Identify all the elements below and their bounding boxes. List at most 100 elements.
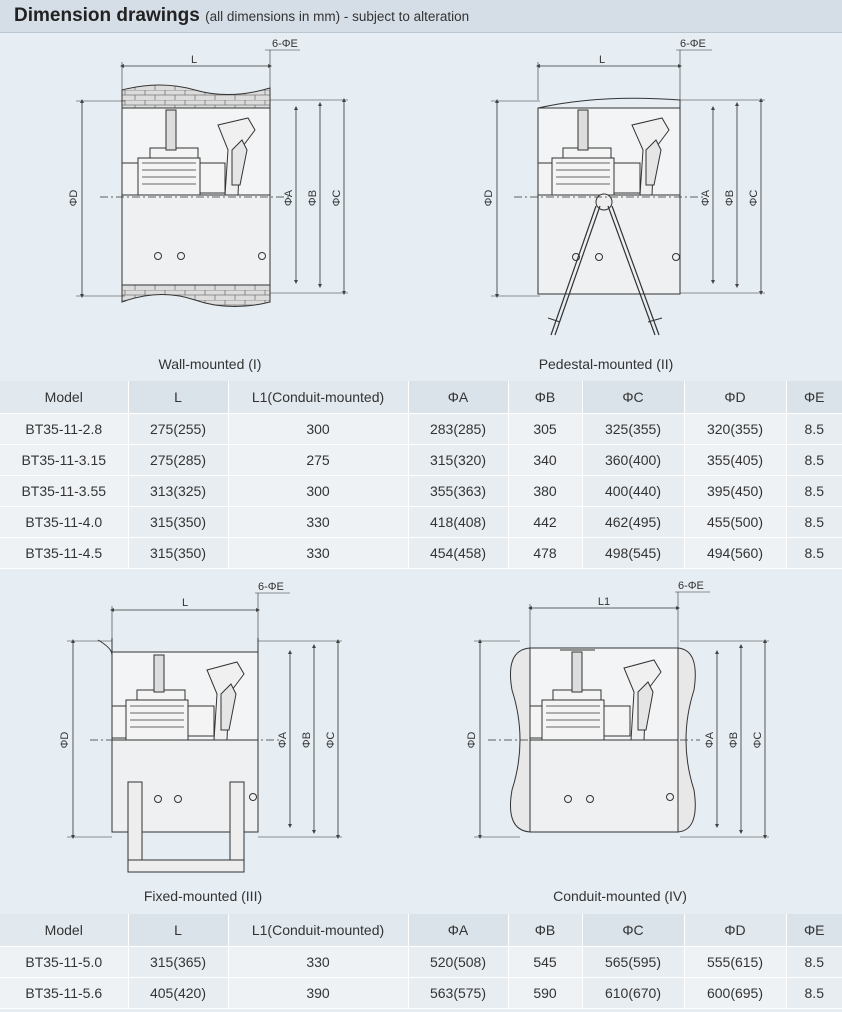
table-cell: 555(615) — [684, 946, 787, 978]
label-e: 6-ΦE — [678, 580, 704, 592]
label-b: ΦB — [724, 190, 736, 206]
table-cell: BT35-11-3.15 — [0, 444, 129, 476]
label-d: ΦD — [68, 190, 80, 207]
table-cell: 8.5 — [786, 977, 842, 1009]
column-header: ΦE — [786, 914, 842, 947]
label-d: ΦD — [466, 732, 478, 749]
table-cell: 8.5 — [786, 537, 842, 569]
table-cell: 340 — [508, 444, 583, 476]
table-cell: 8.5 — [786, 475, 842, 507]
label-l: L — [182, 597, 188, 609]
table-cell: 395(450) — [684, 475, 787, 507]
label-b: ΦB — [307, 190, 319, 206]
label-b: ΦB — [728, 732, 740, 748]
table-cell: 405(420) — [128, 977, 229, 1009]
label-c: ΦC — [325, 732, 337, 749]
table-cell: 442 — [508, 506, 583, 538]
table-cell: 355(405) — [684, 444, 787, 476]
label-d: ΦD — [59, 732, 71, 749]
label-a: ΦA — [283, 189, 295, 206]
label-l: L — [191, 54, 197, 66]
drawing-fixed-mounted — [67, 592, 342, 873]
table-cell: 305 — [508, 413, 583, 445]
drawing-wall-mounted — [76, 49, 348, 308]
table-cell: 315(365) — [128, 946, 229, 978]
table-cell: BT35-11-3.55 — [0, 475, 129, 507]
table-cell: 330 — [228, 946, 409, 978]
table-cell: 330 — [228, 537, 409, 569]
table-cell: 275 — [228, 444, 409, 476]
table-cell: 325(355) — [582, 413, 685, 445]
label-l1: L1 — [598, 596, 610, 608]
table-cell: BT35-11-5.0 — [0, 946, 129, 978]
title-main: Dimension drawings — [14, 5, 200, 26]
table-cell: 313(325) — [128, 475, 229, 507]
column-header: Model — [0, 381, 129, 414]
label-c: ΦC — [748, 190, 760, 207]
table-cell: 275(255) — [128, 413, 229, 445]
column-header: ΦE — [786, 381, 842, 414]
caption-wall-mounted: Wall-mounted (I) — [158, 356, 262, 372]
column-header: ΦD — [684, 914, 787, 947]
table-cell: BT35-11-4.0 — [0, 506, 129, 538]
table-cell: 8.5 — [786, 946, 842, 978]
table-cell: 275(285) — [128, 444, 229, 476]
drawing-pedestal-mounted — [491, 49, 765, 336]
drawing-conduit-mounted — [474, 591, 769, 839]
page-title: Dimension drawings (all dimensions in mm… — [14, 5, 469, 27]
table-cell: 8.5 — [786, 444, 842, 476]
caption-pedestal-mounted: Pedestal-mounted (II) — [538, 356, 674, 372]
label-a: ΦA — [277, 731, 289, 748]
table-cell: 600(695) — [684, 977, 787, 1009]
table-cell: BT35-11-4.5 — [0, 537, 129, 569]
table-cell: BT35-11-2.8 — [0, 413, 129, 445]
table-cell: 283(285) — [408, 413, 509, 445]
caption-conduit-mounted: Conduit-mounted (IV) — [553, 888, 687, 904]
table-cell: 590 — [508, 977, 583, 1009]
label-c: ΦC — [752, 732, 764, 749]
label-c: ΦC — [331, 190, 343, 207]
table-cell: 462(495) — [582, 506, 685, 538]
table-cell: 360(400) — [582, 444, 685, 476]
table-cell: BT35-11-5.6 — [0, 977, 129, 1009]
table-cell: 454(458) — [408, 537, 509, 569]
table-cell: 494(560) — [684, 537, 787, 569]
column-header: ΦA — [408, 914, 509, 947]
column-header: ΦC — [582, 381, 685, 414]
column-header: Model — [0, 914, 129, 947]
column-header: L — [128, 914, 229, 947]
table-cell: 390 — [228, 977, 409, 1009]
table-cell: 320(355) — [684, 413, 787, 445]
table-cell: 300 — [228, 413, 409, 445]
table-cell: 455(500) — [684, 506, 787, 538]
column-header: ΦC — [582, 914, 685, 947]
table-cell: 498(545) — [582, 537, 685, 569]
label-a: ΦA — [704, 731, 716, 748]
column-header: L1(Conduit-mounted) — [228, 381, 409, 414]
label-d: ΦD — [483, 190, 495, 207]
table-cell: 610(670) — [582, 977, 685, 1009]
column-header: L1(Conduit-mounted) — [228, 914, 409, 947]
table-cell: 545 — [508, 946, 583, 978]
table-cell: 315(350) — [128, 506, 229, 538]
table-cell: 418(408) — [408, 506, 509, 538]
table-cell: 315(350) — [128, 537, 229, 569]
table-cell: 520(508) — [408, 946, 509, 978]
label-a: ΦA — [700, 189, 712, 206]
table-cell: 300 — [228, 475, 409, 507]
column-header: ΦD — [684, 381, 787, 414]
drawing-conduit-mounted-labels: L1 6-ΦE ΦD ΦA ΦB ΦC — [466, 580, 764, 748]
table-cell: 355(363) — [408, 475, 509, 507]
page-header: Dimension drawings (all dimensions in mm… — [0, 0, 842, 33]
table-cell: 563(575) — [408, 977, 509, 1009]
label-b: ΦB — [301, 732, 313, 748]
